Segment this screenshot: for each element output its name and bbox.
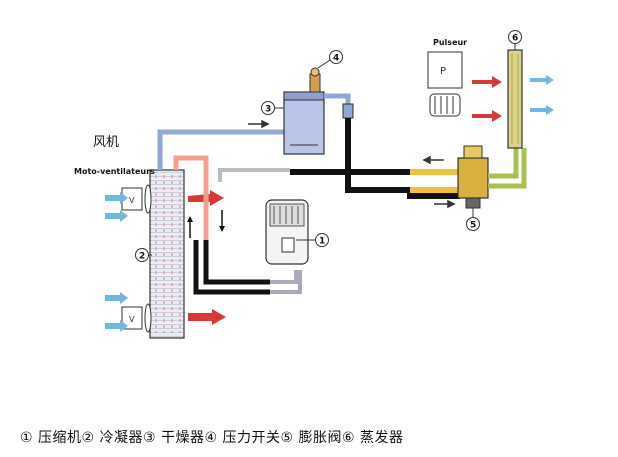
callout-5-label: 5 bbox=[470, 221, 476, 231]
callout-2-label: 2 bbox=[139, 252, 145, 262]
dryer-fitting bbox=[342, 103, 354, 119]
evaporator-hot-arrows bbox=[472, 76, 502, 122]
pulseur-label: Pulseur bbox=[433, 38, 468, 47]
callout-4: 4 bbox=[317, 50, 343, 69]
fan-top-letter: V bbox=[129, 196, 135, 205]
line-direction-arrows bbox=[248, 119, 456, 209]
callout-2: 2 bbox=[135, 248, 152, 262]
suction-gray-line bbox=[218, 168, 290, 182]
callout-6-label: 6 bbox=[512, 34, 518, 44]
expansion-valve bbox=[457, 145, 489, 209]
condenser bbox=[149, 169, 185, 339]
evaporator-line bbox=[488, 148, 527, 189]
fan-label-cn: 风机 bbox=[93, 135, 120, 150]
vapor-line bbox=[157, 129, 284, 170]
pressure-switch bbox=[309, 67, 321, 93]
flow-arrow-up-head bbox=[187, 216, 193, 222]
refrigeration-diagram: V V bbox=[105, 30, 554, 339]
air-in-arrows bbox=[105, 192, 128, 332]
moto-ventilateurs-label: Moto-ventilateurs bbox=[74, 167, 155, 176]
component-legend: ① 压缩机② 冷凝器③ 干燥器④ 压力开关⑤ 膨胀阀⑥ 蒸发器 bbox=[20, 430, 404, 446]
compressor-pipes bbox=[270, 270, 302, 294]
callout-6: 6 bbox=[508, 30, 522, 50]
flow-arrow-down-head bbox=[219, 226, 225, 232]
fan-bottom: V bbox=[121, 303, 152, 333]
discharge-line bbox=[193, 240, 270, 295]
callout-5: 5 bbox=[466, 208, 480, 231]
callout-3: 3 bbox=[261, 101, 284, 115]
fan-bottom-letter: V bbox=[129, 315, 135, 324]
callout-1: 1 bbox=[296, 233, 329, 247]
callout-3-label: 3 bbox=[265, 105, 271, 115]
evaporator-cold-arrows bbox=[530, 75, 554, 115]
dryer bbox=[283, 91, 325, 155]
evaporator bbox=[507, 49, 523, 149]
pulseur-box-letter: P bbox=[440, 66, 446, 77]
compressor bbox=[265, 199, 309, 265]
callout-4-label: 4 bbox=[333, 54, 339, 64]
callout-1-label: 1 bbox=[319, 237, 325, 247]
pulseur-box: P bbox=[427, 51, 463, 117]
hot-gas-line bbox=[173, 155, 209, 240]
